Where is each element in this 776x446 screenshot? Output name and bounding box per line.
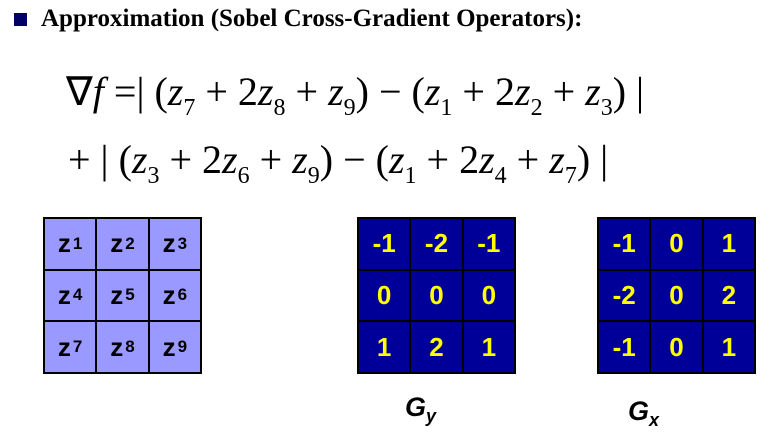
- eq-text: + | (: [68, 137, 132, 182]
- z-cell-sub: 5: [125, 285, 135, 305]
- eq-subscript: 9: [343, 95, 356, 121]
- eq-var: z: [328, 69, 344, 114]
- eq-var: z: [388, 137, 405, 182]
- gx-label-sub: x: [649, 410, 660, 430]
- z-cell-sub: 9: [177, 337, 188, 357]
- eq-text: +: [249, 137, 293, 182]
- z-cell-base: z: [57, 331, 71, 362]
- eq-text: + 2: [416, 137, 480, 182]
- z-cell-base: z: [110, 228, 124, 259]
- square-bullet-icon: [14, 12, 27, 26]
- kernel-cell: 0: [358, 269, 411, 322]
- kernel-cell: 2: [410, 321, 463, 373]
- z-cell-base: z: [57, 279, 71, 310]
- eq-text: + 2: [195, 69, 258, 114]
- z-cell-sub: 8: [125, 337, 135, 357]
- z-cell-sub: 6: [177, 285, 188, 305]
- eq-subscript: 3: [600, 95, 613, 121]
- kernel-cell: 1: [358, 321, 411, 373]
- kernel-cell: -1: [598, 321, 651, 373]
- eq-var: z: [257, 69, 274, 114]
- eq-var: z: [424, 69, 441, 114]
- z-cell-sub: 3: [177, 233, 188, 253]
- eq-text: ∇: [66, 69, 93, 114]
- kernel-cell: -2: [410, 218, 463, 270]
- eq-text: + 2: [159, 137, 223, 182]
- eq-subscript: 8: [273, 95, 286, 121]
- eq-text: ) − (: [319, 137, 389, 182]
- eq-var: f: [92, 69, 104, 114]
- eq-subscript: 9: [307, 163, 320, 189]
- eq-var: z: [131, 137, 148, 182]
- eq-text: +: [506, 137, 550, 182]
- gx-label: Gx: [628, 396, 659, 431]
- eq-subscript: 6: [237, 163, 250, 189]
- kernel-cell: -1: [462, 218, 515, 270]
- kernel-cell: 0: [650, 218, 703, 270]
- kernel-cell: -1: [358, 218, 411, 270]
- eq-text: + 2: [452, 69, 515, 114]
- z-cell-base: z: [110, 331, 124, 362]
- kernel-cell: 0: [650, 321, 703, 373]
- eq-subscript: 7: [183, 95, 196, 121]
- gy-label-sub: y: [426, 406, 437, 426]
- eq-text: =| (: [103, 69, 168, 114]
- eq-var: z: [549, 137, 565, 182]
- z-cell-sub: 1: [72, 233, 83, 253]
- slide-heading: Approximation (Sobel Cross-Gradient Oper…: [14, 2, 582, 36]
- eq-subscript: 1: [404, 163, 417, 189]
- z-cell-base: z: [57, 228, 71, 259]
- kernel-cell: -2: [598, 269, 651, 322]
- eq-subscript: 1: [440, 95, 453, 121]
- kernel-cell: 0: [462, 269, 515, 322]
- eq-subscript: 4: [494, 163, 507, 189]
- z-cell-sub: 7: [72, 337, 83, 357]
- z-cell-base: z: [162, 228, 176, 259]
- kernel-cell: 0: [410, 269, 463, 322]
- eq-subscript: 2: [530, 95, 543, 121]
- z-cell-sub: 4: [72, 285, 83, 305]
- eq-var: z: [479, 137, 495, 182]
- eq-subscript: 7: [564, 163, 577, 189]
- heading-text: Approximation (Sobel Cross-Gradient Oper…: [41, 5, 583, 32]
- eq-var: z: [167, 69, 184, 114]
- eq-var: z: [585, 69, 601, 114]
- eq-text: +: [285, 69, 329, 114]
- eq-var: z: [514, 69, 531, 114]
- kernel-cell: 1: [702, 321, 755, 373]
- gy-label-base: G: [405, 392, 427, 422]
- eq-var: z: [292, 137, 308, 182]
- eq-text: +: [542, 69, 586, 114]
- eq-var: z: [222, 137, 238, 182]
- z-cell-sub: 2: [125, 233, 135, 253]
- kernel-cell: 0: [650, 269, 703, 322]
- kernel-cell: -1: [598, 218, 651, 270]
- equation-line-1: ∇f =| (z7 + 2z8 + z9) − (z1 + 2z2 + z3) …: [66, 69, 645, 121]
- z-cell-base: z: [162, 279, 176, 310]
- eq-text: ) − (: [355, 69, 425, 114]
- eq-text: ) |: [576, 137, 609, 182]
- kernel-cell: 1: [462, 321, 515, 373]
- kernel-cell: 1: [702, 218, 755, 270]
- equation-line-2: + | (z3 + 2z6 + z9) − (z1 + 2z4 + z7) |: [68, 137, 609, 189]
- eq-subscript: 3: [147, 163, 160, 189]
- kernel-cell: 2: [702, 269, 755, 322]
- gy-label: Gy: [405, 392, 436, 427]
- eq-text: ) |: [612, 69, 645, 114]
- z-cell-base: z: [110, 279, 124, 310]
- gx-label-base: G: [628, 396, 650, 426]
- z-cell-base: z: [162, 331, 176, 362]
